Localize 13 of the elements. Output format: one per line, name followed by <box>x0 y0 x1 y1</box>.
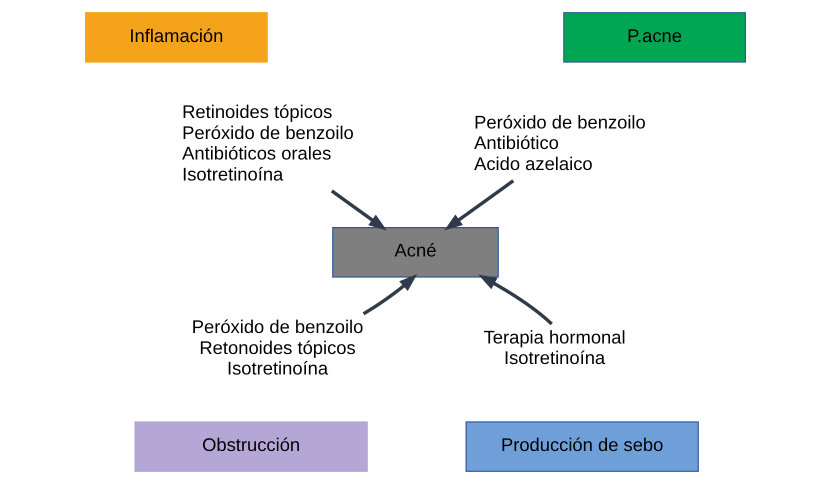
arrow <box>330 190 386 231</box>
node-box: Obstrucción <box>134 421 368 472</box>
node-box: P.acne <box>562 12 746 63</box>
node-box: Acné <box>332 227 498 278</box>
node-box: Inflamación <box>84 12 268 63</box>
arrow <box>444 179 514 230</box>
node-text: Retinoides tópicos Peróxido de benzoilo Antibióticos orales Isotretinoína <box>182 101 354 184</box>
node-text: Peróxido de benzoilo Antibiótico Acido azelaico <box>474 112 646 174</box>
node-text: Terapia hormonal Isotretinoína <box>483 326 626 368</box>
arrow <box>362 274 417 316</box>
arrow <box>478 274 552 326</box>
node-text: Peróxido de benzoilo Retonoides tópicos Isotretinoína <box>191 316 363 379</box>
node-box: Producción de sebo <box>465 421 698 472</box>
